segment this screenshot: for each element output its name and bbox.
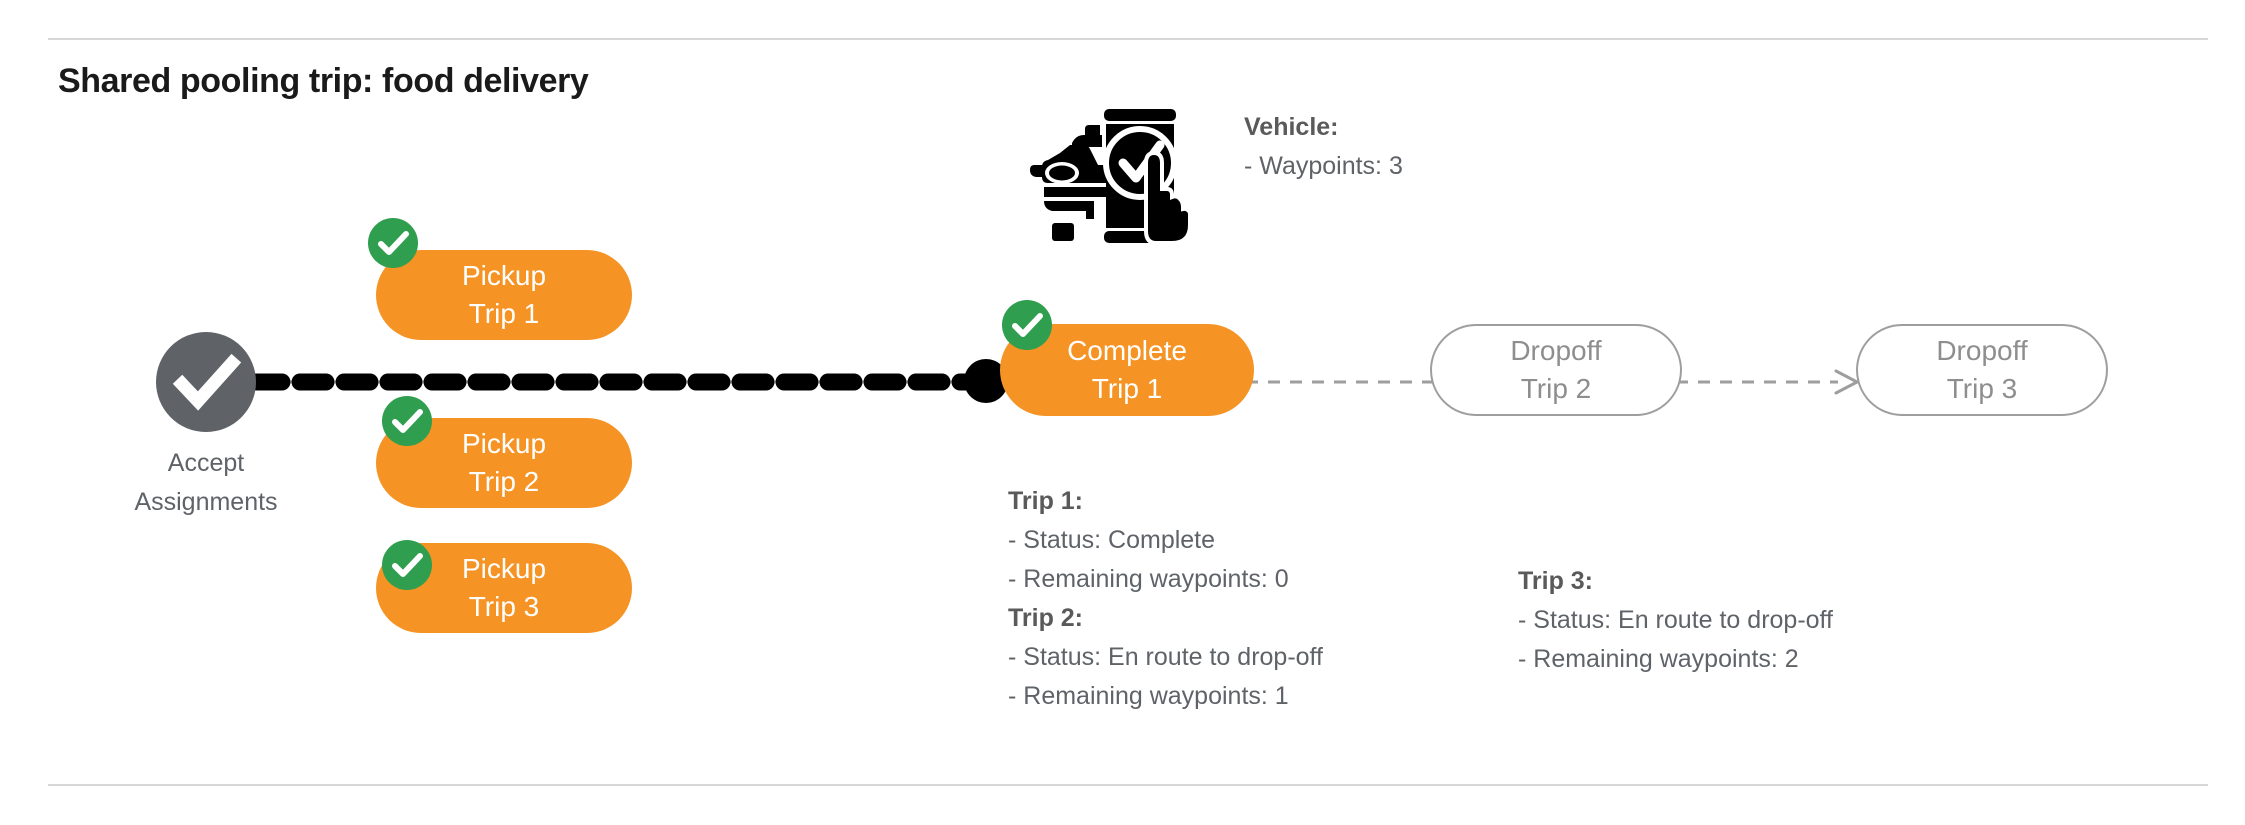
- trip-1-2-info-block: Trip 1: - Status: Complete - Remaining w…: [1008, 482, 1323, 716]
- check-badge-icon-complete-trip-1: [1002, 300, 1052, 350]
- node-complete-trip-1-line2: Trip 1: [1091, 373, 1163, 404]
- node-pickup-trip-2-line1: Pickup: [461, 428, 547, 459]
- check-badge-icon-pickup-trip-1: [368, 218, 418, 268]
- node-pickup-trip-3-line2: Trip 3: [468, 591, 540, 622]
- trip-3-heading: Trip 3:: [1518, 567, 1594, 595]
- node-dropoff-trip-3-line2: Trip 3: [1946, 373, 2018, 404]
- node-pickup-trip-2-line2: Trip 2: [468, 466, 540, 497]
- vehicle-info-heading: Vehicle:: [1244, 113, 1339, 141]
- node-pickup-trip-1-line1: Pickup: [461, 260, 547, 291]
- connector-dropoff2-to-dropoff3: [1676, 369, 1859, 395]
- trip-2-heading: Trip 2:: [1008, 604, 1084, 632]
- node-dropoff-trip-3-line1: Dropoff: [1936, 335, 2028, 366]
- trip-2-waypoints: - Remaining waypoints: 1: [1008, 682, 1289, 710]
- check-circle-icon: [156, 332, 256, 432]
- node-dropoff-trip-2-line2: Trip 2: [1520, 373, 1592, 404]
- check-badge-icon-pickup-trip-2: [382, 396, 432, 446]
- trip-2-status: - Status: En route to drop-off: [1008, 643, 1323, 671]
- accept-assignments-node[interactable]: Accept Assignments: [134, 332, 278, 516]
- top-divider: [48, 38, 2208, 40]
- car-phone-check-icon: [1030, 109, 1190, 245]
- vehicle-info-block: Vehicle: - Waypoints: 3: [1244, 108, 1403, 186]
- node-complete-trip-1-line1: Complete: [1067, 335, 1187, 366]
- page-title: Shared pooling trip: food delivery: [58, 62, 589, 100]
- accept-assignments-label-line1: Accept: [167, 449, 245, 477]
- trip-3-info-block: Trip 3: - Status: En route to drop-off -…: [1518, 562, 1833, 679]
- accept-assignments-label-line2: Assignments: [134, 488, 278, 516]
- vehicle-info-waypoints: - Waypoints: 3: [1244, 152, 1403, 180]
- bottom-divider: [48, 784, 2208, 786]
- trip-1-waypoints: - Remaining waypoints: 0: [1008, 565, 1289, 593]
- node-pickup-trip-1-line2: Trip 1: [468, 298, 540, 329]
- node-pickup-trip-1[interactable]: Pickup Trip 1: [376, 250, 632, 340]
- node-dropoff-trip-3[interactable]: Dropoff Trip 3: [1856, 324, 2108, 416]
- trip-1-status: - Status: Complete: [1008, 526, 1216, 554]
- connector-accept-to-complete: [252, 373, 996, 391]
- check-badge-icon-pickup-trip-3: [382, 540, 432, 590]
- trip-3-status: - Status: En route to drop-off: [1518, 606, 1833, 634]
- trip-3-waypoints: - Remaining waypoints: 2: [1518, 645, 1799, 673]
- node-pickup-trip-3-line1: Pickup: [461, 553, 547, 584]
- trip-1-heading: Trip 1:: [1008, 487, 1084, 515]
- node-dropoff-trip-2[interactable]: Dropoff Trip 2: [1430, 324, 1682, 416]
- node-dropoff-trip-2-line1: Dropoff: [1510, 335, 1602, 366]
- connector-complete-to-dropoff2: [1246, 380, 1438, 384]
- accept-assignments-label: Accept Assignments: [94, 444, 318, 522]
